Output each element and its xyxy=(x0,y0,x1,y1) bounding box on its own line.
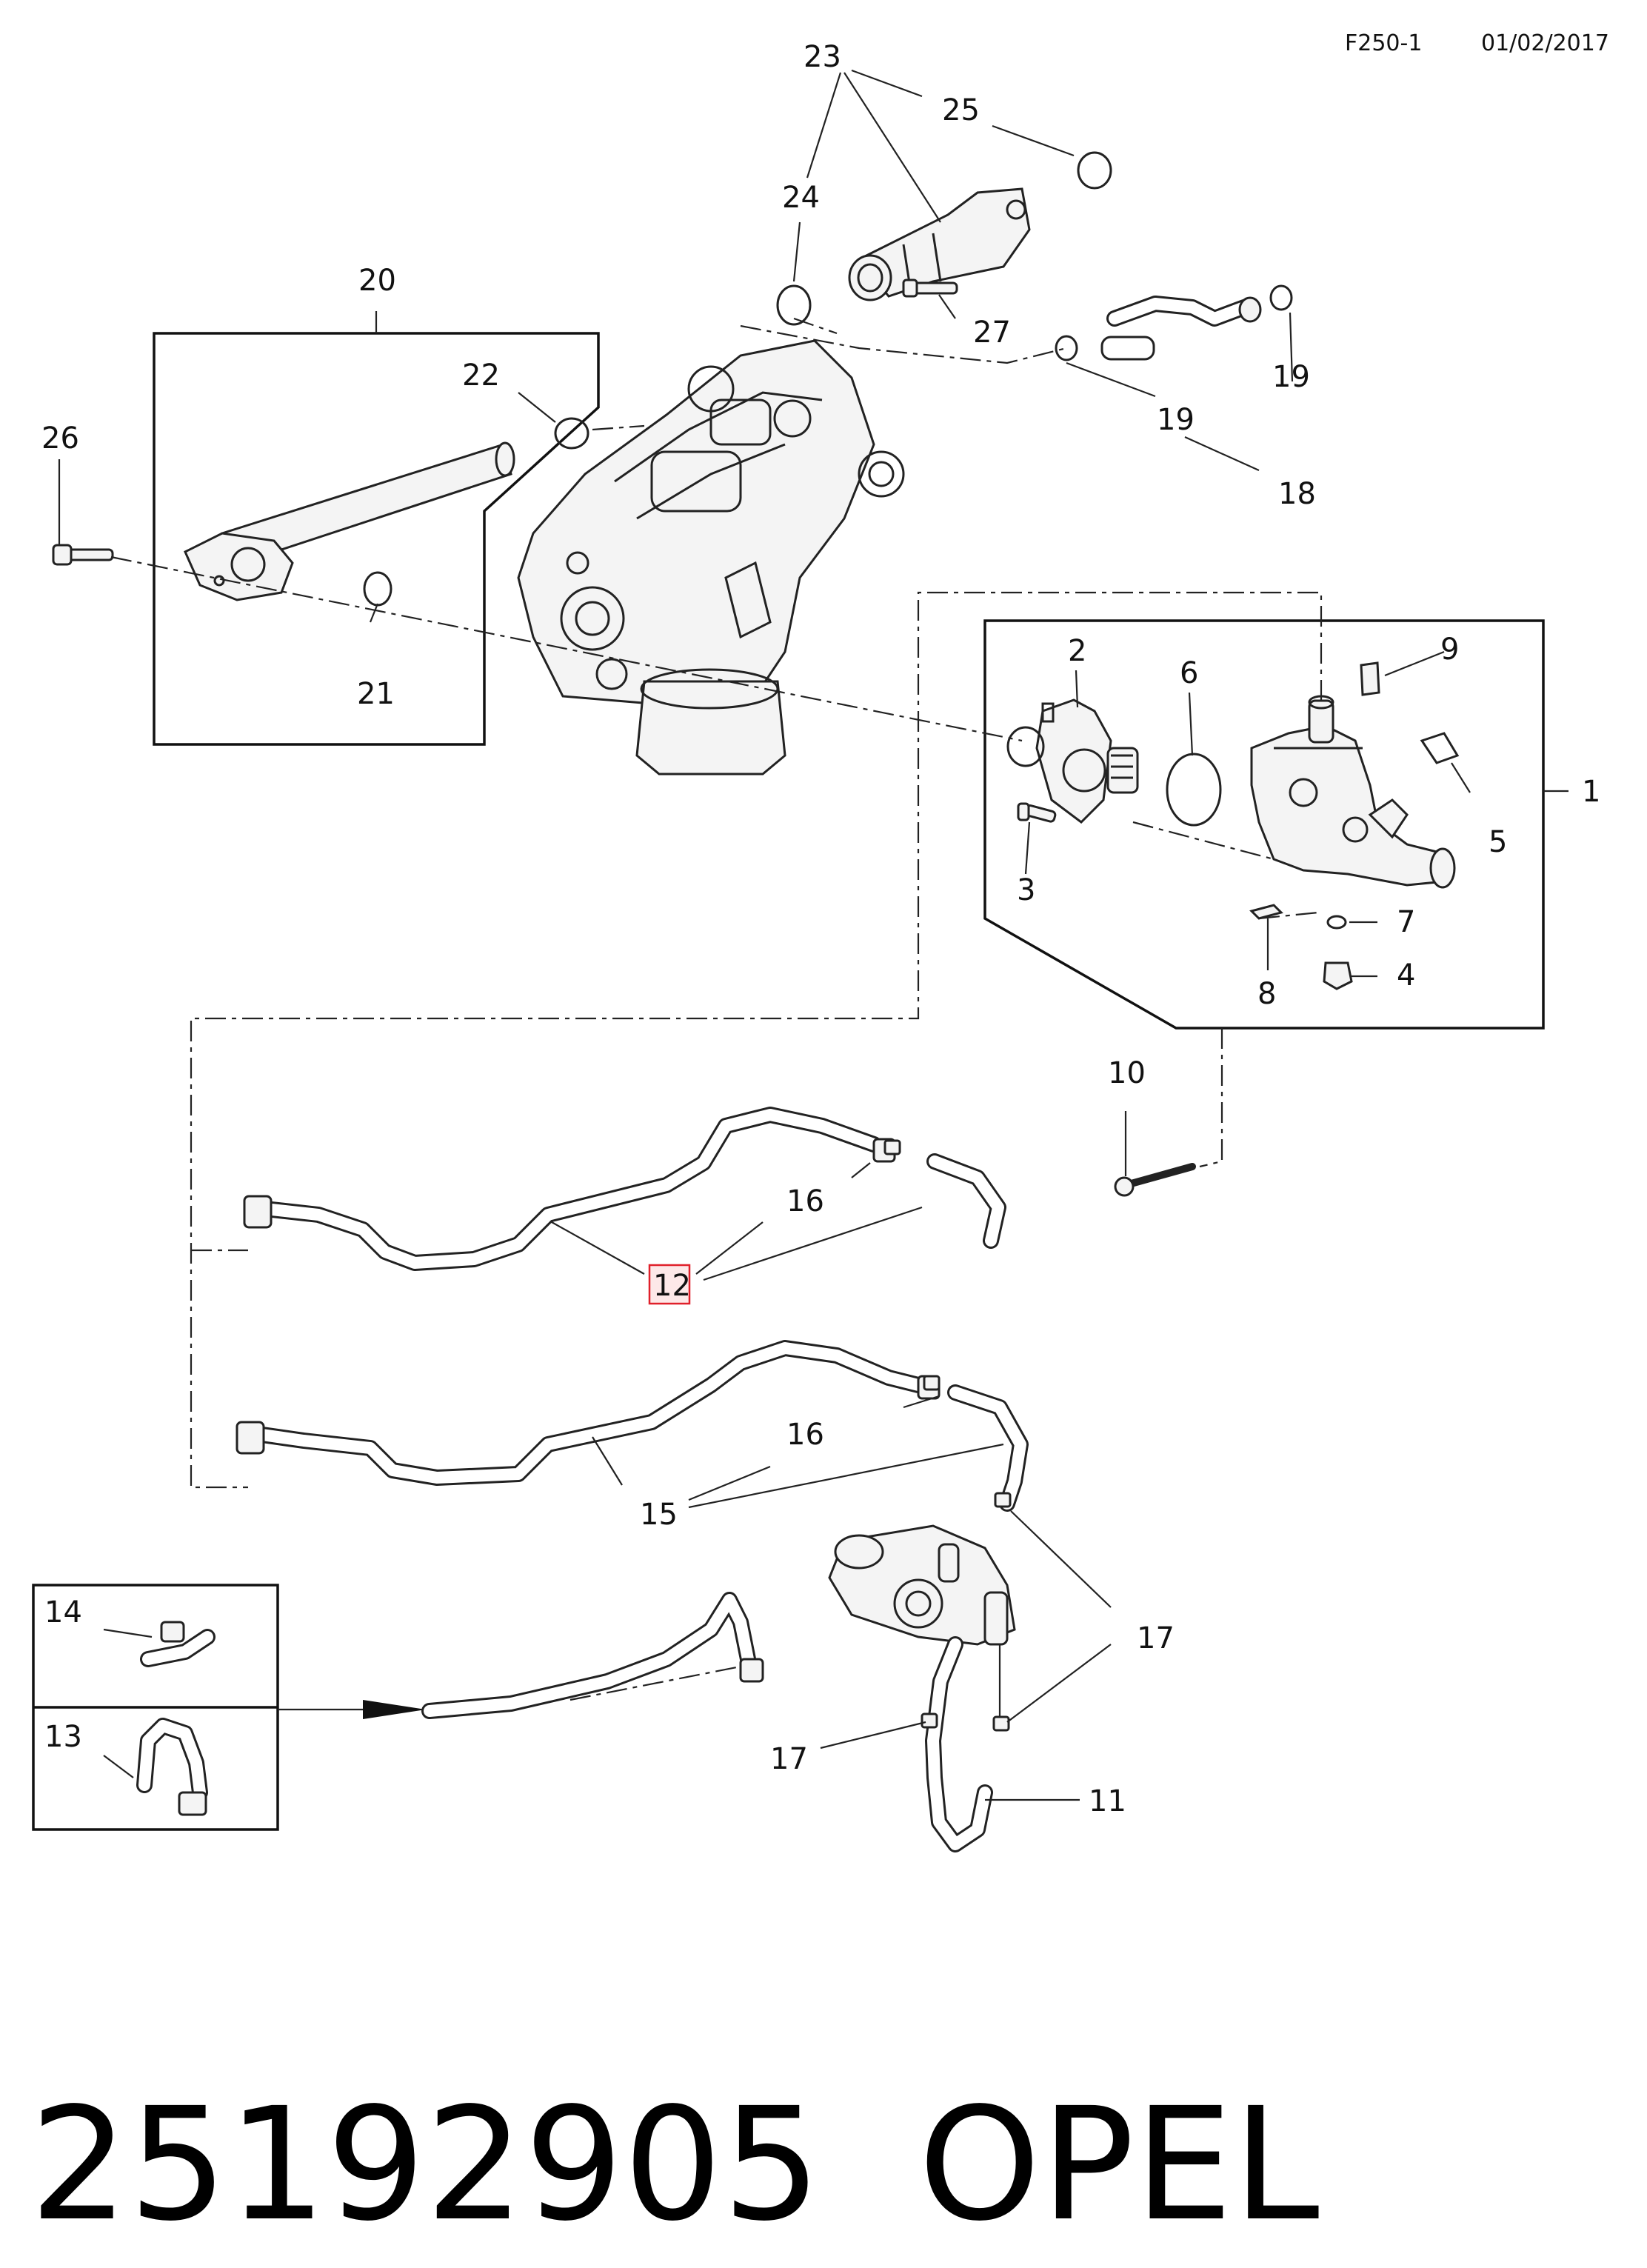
inset-hose-14 xyxy=(140,1621,216,1667)
callout-16-lower: 16 xyxy=(786,1418,824,1452)
callout-19-left: 19 xyxy=(1157,403,1195,437)
group-20-frame xyxy=(153,332,600,746)
inset-hose-13 xyxy=(136,1718,208,1816)
callout-22: 22 xyxy=(462,358,500,393)
callout-labels: 1 2 3 4 5 6 7 8 9 10 11 12 13 14 15 16 1… xyxy=(41,40,1600,1818)
callout-17-left: 17 xyxy=(770,1742,808,1776)
clamp-17-right xyxy=(992,1715,1010,1732)
callout-18: 18 xyxy=(1278,477,1316,511)
callout-7: 7 xyxy=(1397,905,1415,939)
callout-23: 23 xyxy=(804,40,841,74)
align-line-4 xyxy=(110,556,1023,742)
clamp-16-lower xyxy=(923,1375,941,1391)
part-number: 25192905 xyxy=(30,2074,821,2255)
diagram-code: F250-1 xyxy=(1345,30,1422,56)
callout-26: 26 xyxy=(41,421,79,456)
hose-12 xyxy=(243,1107,1006,1271)
nut-4 xyxy=(1323,961,1353,990)
diagram-date: 01/02/2017 xyxy=(1481,30,1609,56)
inset-arrow-head xyxy=(363,1700,426,1719)
engine-block xyxy=(517,339,905,776)
callout-2: 2 xyxy=(1068,634,1086,668)
callout-11: 11 xyxy=(1089,1784,1126,1818)
clamp-17-top xyxy=(994,1492,1012,1508)
thermostat-element xyxy=(1106,747,1139,794)
o-ring-19-left xyxy=(1055,335,1078,361)
cap-9 xyxy=(1360,661,1380,696)
callout-1: 1 xyxy=(1582,775,1600,809)
callout-9: 9 xyxy=(1440,633,1459,667)
align-line-9 xyxy=(569,1665,741,1701)
bolt-26 xyxy=(52,544,114,566)
hose-11 xyxy=(925,1636,1001,1852)
callout-5: 5 xyxy=(1489,825,1507,859)
align-line-1 xyxy=(740,324,1067,364)
o-ring-21 xyxy=(363,571,392,607)
callout-8: 8 xyxy=(1257,977,1276,1011)
callout-14: 14 xyxy=(44,1595,82,1630)
bolt-27 xyxy=(902,279,958,298)
o-ring-25 xyxy=(1077,151,1112,190)
hose-15 xyxy=(235,1340,1029,1512)
gasket-6 xyxy=(1166,753,1222,827)
align-line-5 xyxy=(1132,821,1274,861)
pipe-18 xyxy=(1100,296,1262,361)
callout-12-highlight xyxy=(648,1264,691,1305)
egr-valve-unit xyxy=(828,1524,1016,1646)
clamp-16-upper xyxy=(883,1139,901,1155)
callout-21: 21 xyxy=(357,677,395,711)
callout-10: 10 xyxy=(1108,1056,1146,1090)
align-line-8 xyxy=(1199,1028,1223,1168)
hose-variant xyxy=(421,1592,764,1719)
seal-5 xyxy=(1420,732,1460,764)
sensor-8 xyxy=(1249,904,1283,920)
o-ring-24 xyxy=(776,284,812,326)
align-line-2 xyxy=(793,317,838,335)
align-line-10 xyxy=(1258,911,1319,920)
thermostat-housing xyxy=(1250,695,1456,889)
callout-27: 27 xyxy=(973,316,1011,350)
pipe-20 xyxy=(184,441,515,601)
callout-13: 13 xyxy=(44,1720,82,1754)
align-line-6 xyxy=(190,591,1323,1489)
callout-24: 24 xyxy=(782,181,820,215)
align-line-3 xyxy=(592,424,645,431)
bolt-10 xyxy=(1114,1163,1196,1197)
leader-lines xyxy=(58,69,1471,1801)
callout-3: 3 xyxy=(1017,873,1035,907)
callout-17-right: 17 xyxy=(1137,1621,1175,1655)
callout-20: 20 xyxy=(358,264,396,298)
callout-12: 12 xyxy=(653,1269,691,1303)
callout-16-upper: 16 xyxy=(786,1184,824,1218)
o-ring-19-right xyxy=(1269,284,1293,311)
thermostat-flange-2 xyxy=(1006,698,1112,824)
washer-7 xyxy=(1326,915,1347,930)
brand-name: OPEL xyxy=(918,2074,1320,2255)
callout-6: 6 xyxy=(1180,656,1198,690)
clamp-17-left xyxy=(921,1712,938,1729)
group-1-frame xyxy=(983,619,1545,1030)
callout-4: 4 xyxy=(1397,958,1415,993)
callout-25: 25 xyxy=(942,93,980,127)
callout-19-right: 19 xyxy=(1272,360,1310,394)
o-ring-22 xyxy=(554,417,589,450)
bolt-3 xyxy=(1017,802,1057,823)
callout-15: 15 xyxy=(640,1498,678,1532)
